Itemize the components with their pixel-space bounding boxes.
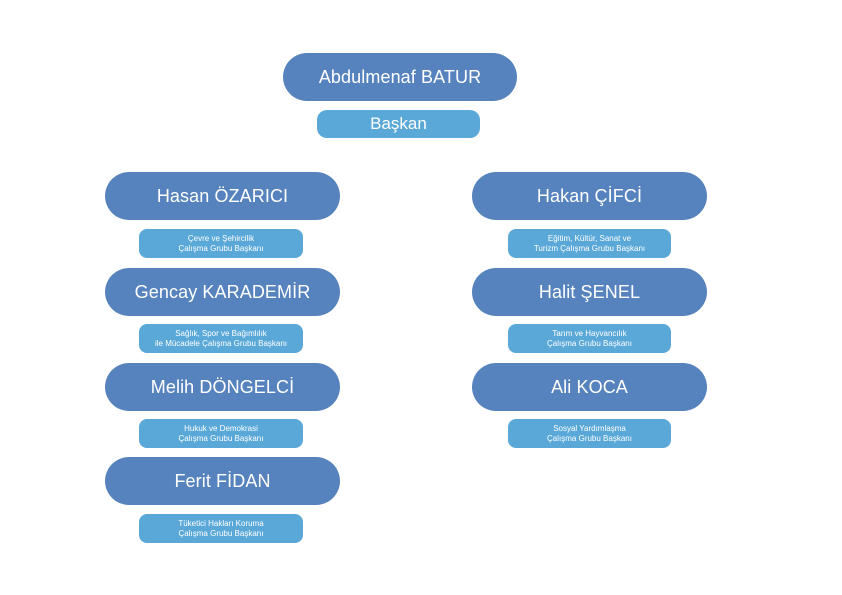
chair-name: Abdulmenaf BATUR [318, 66, 482, 87]
member-role-line2: Çalışma Grubu Başkanı [178, 243, 264, 253]
chair-name-box: Abdulmenaf BATUR [283, 53, 517, 101]
member-role-line1: Sosyal Yardımlaşma [553, 423, 626, 433]
member-role-box-cevre-sehircilik: Çevre ve Şehircilik Çalışma Grubu Başkan… [139, 229, 303, 258]
member-name: Hasan ÖZARICI [156, 185, 289, 206]
member-role-line1: Sağlık, Spor ve Bağımlılık [175, 328, 267, 338]
chair-role-box: Başkan [317, 110, 480, 138]
member-name: Ali KOCA [551, 376, 628, 397]
member-name: Ferit FİDAN [174, 470, 271, 491]
member-role-box-hukuk-demokrasi: Hukuk ve Demokrasi Çalışma Grubu Başkanı [139, 419, 303, 448]
member-name-box-melih-dongelci: Melih DÖNGELCİ [105, 363, 340, 411]
member-role-line1: Tüketici Hakları Koruma [178, 518, 264, 528]
member-name-box-ali-koca: Ali KOCA [472, 363, 707, 411]
member-role-line1: Eğitim, Kültür, Sanat ve [547, 233, 632, 243]
member-role-line1: Çevre ve Şehircilik [187, 233, 255, 243]
member-role-box-egitim-kultur: Eğitim, Kültür, Sanat ve Turizm Çalışma … [508, 229, 671, 258]
member-name-box-gencay-karademir: Gencay KARADEMİR [105, 268, 340, 316]
member-role-line1: Tarım ve Hayvancılık [552, 328, 627, 338]
member-name: Hakan ÇİFCİ [536, 185, 643, 206]
member-name-box-hasan-ozarici: Hasan ÖZARICI [105, 172, 340, 220]
member-role-box-tarim-hayvancilik: Tarım ve Hayvancılık Çalışma Grubu Başka… [508, 324, 671, 353]
chair-role: Başkan [370, 114, 427, 133]
member-role-line2: Çalışma Grubu Başkanı [547, 338, 632, 348]
member-role-box-saglik-spor: Sağlık, Spor ve Bağımlılık ile Mücadele … [139, 324, 303, 353]
member-role-box-tuketici-haklari: Tüketici Hakları Koruma Çalışma Grubu Ba… [139, 514, 303, 543]
member-role-line2: ile Mücadele Çalışma Grubu Başkanı [154, 338, 288, 348]
member-role-line2: Çalışma Grubu Başkanı [547, 433, 632, 443]
member-role-line2: Turizm Çalışma Grubu Başkanı [533, 243, 646, 253]
member-name-box-hakan-cifci: Hakan ÇİFCİ [472, 172, 707, 220]
member-name: Melih DÖNGELCİ [150, 376, 295, 397]
member-name-box-ferit-fidan: Ferit FİDAN [105, 457, 340, 505]
member-name: Gencay KARADEMİR [134, 281, 311, 302]
member-role-line1: Hukuk ve Demokrasi [184, 423, 258, 433]
member-role-line2: Çalışma Grubu Başkanı [178, 433, 264, 443]
member-role-line2: Çalışma Grubu Başkanı [178, 528, 264, 538]
member-name-box-halit-senel: Halit ŞENEL [472, 268, 707, 316]
member-role-box-sosyal-yardimlasma: Sosyal Yardımlaşma Çalışma Grubu Başkanı [508, 419, 671, 448]
member-name: Halit ŞENEL [538, 281, 641, 302]
